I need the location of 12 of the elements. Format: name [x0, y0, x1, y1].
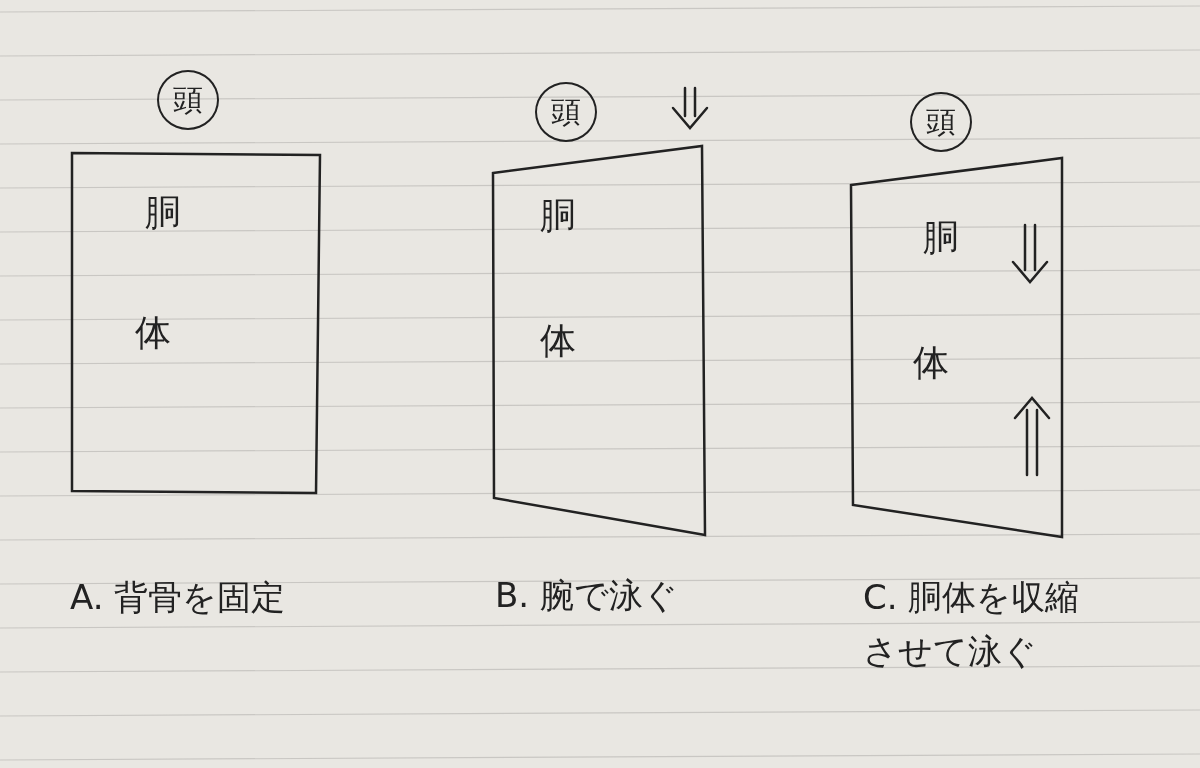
- body-label: 体: [135, 315, 171, 351]
- body-label: 体: [540, 323, 576, 359]
- circled-label: 頭: [157, 70, 219, 130]
- node-label: B. 腕で泳ぐ: [495, 574, 678, 617]
- body-label: 体: [913, 345, 949, 381]
- node-label: C. 胴体を収縮させて泳ぐ: [863, 576, 1081, 674]
- circled-label: 頭: [910, 92, 972, 152]
- node-label: A. 背骨を固定: [70, 576, 286, 619]
- body-label: 胴: [923, 220, 959, 256]
- body-label: 胴: [145, 195, 181, 231]
- circled-label: 頭: [535, 82, 597, 142]
- body-label: 胴: [540, 198, 576, 234]
